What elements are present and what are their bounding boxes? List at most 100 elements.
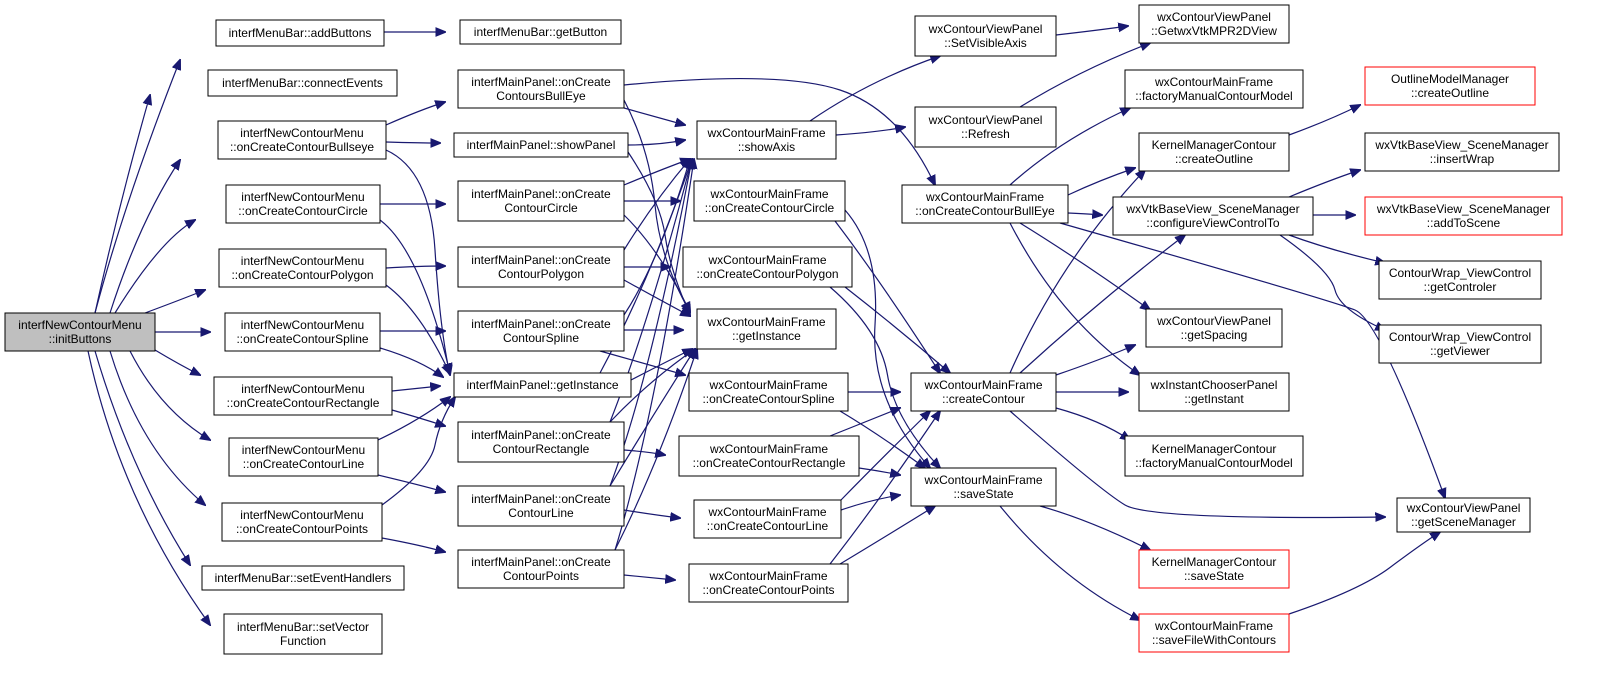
node-label-line: interfNewContourMenu: [241, 382, 364, 396]
node-box: [1138, 372, 1290, 412]
edge-n1-to-n6: [144, 290, 205, 314]
edge-line: [1009, 170, 1145, 374]
function-node-n48[interactable]: ContourWrap_ViewControl::getControler: [1378, 260, 1542, 300]
edge-line: [377, 397, 450, 441]
function-node-n23[interactable]: wxContourMainFrame::showAxis: [696, 120, 837, 160]
function-node-n36[interactable]: wxContourViewPanel::GetwxVtkMPR2DView: [1138, 4, 1290, 44]
function-node-n1[interactable]: interfNewContourMenu::initButtons: [4, 312, 156, 352]
node-box: [457, 549, 625, 589]
edge-n1-to-n2: [94, 60, 180, 314]
function-node-n28[interactable]: wxContourMainFrame::onCreateContourRecta…: [678, 435, 860, 477]
edge-n23-to-n31: [809, 56, 940, 122]
node-label-line: wxContourMainFrame: [709, 187, 828, 201]
function-node-n45[interactable]: OutlineModelManager::createOutline: [1364, 66, 1536, 106]
edge-line: [1055, 345, 1135, 376]
edge-n17-to-n26: [623, 279, 690, 316]
function-node-n25[interactable]: wxContourMainFrame::onCreateContourPolyg…: [682, 246, 853, 288]
function-node-n35[interactable]: wxContourMainFrame::saveState: [910, 467, 1057, 507]
function-node-n13[interactable]: interfMenuBar::getButton: [459, 19, 622, 45]
node-label-line: ::GetwxVtkMPR2DView: [1151, 24, 1277, 38]
function-node-n26[interactable]: wxContourMainFrame::getInstance: [696, 308, 837, 350]
function-node-n41[interactable]: wxInstantChooserPanel::getInstant: [1138, 372, 1290, 412]
function-node-n44[interactable]: wxContourMainFrame::saveFileWithContours: [1138, 613, 1290, 653]
node-label-line: KernelManagerContour: [1152, 442, 1277, 456]
function-node-n19[interactable]: interfMainPanel::getInstance: [453, 372, 632, 398]
node-label-line: KernelManagerContour: [1152, 555, 1277, 569]
function-node-n27[interactable]: wxContourMainFrame::onCreateContourSplin…: [688, 372, 849, 412]
node-label-line: ::onCreateContourPoints: [236, 522, 368, 536]
function-node-n39[interactable]: wxVtkBaseView_SceneManager::configureVie…: [1112, 196, 1314, 236]
function-node-n47[interactable]: wxVtkBaseView_SceneManager::addToScene: [1364, 196, 1563, 236]
function-node-n42[interactable]: KernelManagerContour::factoryManualConto…: [1124, 435, 1304, 477]
node-box: [1378, 324, 1542, 364]
node-label-line: ::onCreateContourSpline: [236, 332, 368, 346]
node-label-line: wxContourViewPanel: [928, 113, 1043, 127]
function-node-n3[interactable]: interfMenuBar::connectEvents: [207, 69, 398, 97]
edge-line: [385, 266, 445, 268]
node-box: [207, 69, 398, 97]
function-node-n20[interactable]: interfMainPanel::onCreateContourRectangl…: [457, 421, 625, 463]
edge-n25-to-n35: [829, 286, 940, 468]
edge-line: [1055, 407, 1130, 440]
edge-n9-to-n19: [377, 397, 450, 441]
node-box: [201, 565, 405, 591]
function-node-n22[interactable]: interfMainPanel::onCreateContourPoints: [457, 549, 625, 589]
edge-line: [109, 160, 180, 314]
function-node-n31[interactable]: wxContourViewPanel::SetVisibleAxis: [914, 15, 1057, 57]
node-label-line: ContourCircle: [504, 201, 578, 215]
function-node-n37[interactable]: wxContourMainFrame::factoryManualContour…: [1124, 69, 1304, 109]
node-box: [228, 437, 379, 477]
node-label-line: ::onCreateContourRectangle: [227, 396, 380, 410]
node-label-line: interfMainPanel::onCreate: [471, 555, 611, 569]
function-node-n43[interactable]: KernelManagerContour::saveState: [1138, 549, 1290, 589]
function-node-n24[interactable]: wxContourMainFrame::onCreateContourCircl…: [693, 180, 846, 222]
function-node-n9[interactable]: interfNewContourMenu::onCreateContourLin…: [228, 437, 379, 477]
edge-n4-to-n14: [385, 102, 445, 126]
function-node-n38[interactable]: KernelManagerContour::createOutline: [1138, 132, 1290, 172]
function-node-n50[interactable]: wxContourViewPanel::getSceneManager: [1396, 497, 1531, 533]
function-node-n30[interactable]: wxContourMainFrame::onCreateContourPoint…: [688, 563, 849, 603]
function-node-n6[interactable]: interfNewContourMenu::onCreateContourPol…: [218, 248, 387, 288]
edge-line: [834, 220, 940, 373]
function-node-n21[interactable]: interfMainPanel::onCreateContourLine: [457, 485, 625, 527]
node-label-line: KernelManagerContour: [1152, 138, 1277, 152]
function-node-n18[interactable]: interfMainPanel::onCreateContourSpline: [457, 310, 625, 352]
edge-line: [1009, 410, 1385, 518]
node-label-line: interfMainPanel::onCreate: [471, 428, 611, 442]
node-box: [1138, 4, 1290, 44]
function-node-n17[interactable]: interfMainPanel::onCreateContourPolygon: [457, 246, 625, 288]
edge-n1-to-n5: [114, 220, 195, 314]
function-node-n10[interactable]: interfNewContourMenu::onCreateContourPoi…: [221, 502, 383, 542]
function-node-n2[interactable]: interfMenuBar::addButtons: [215, 19, 385, 47]
function-node-n11[interactable]: interfMenuBar::setEventHandlers: [201, 565, 405, 591]
edge-n6-to-n19: [385, 284, 450, 374]
function-node-n16[interactable]: interfMainPanel::onCreateContourCircle: [457, 180, 625, 222]
node-label-line: interfNewContourMenu: [241, 318, 364, 332]
edge-line: [614, 349, 697, 551]
function-node-n8[interactable]: interfNewContourMenu::onCreateContourRec…: [213, 376, 393, 416]
edge-n35-to-n43: [1039, 505, 1150, 550]
function-node-n40[interactable]: wxContourViewPanel::getSpacing: [1145, 308, 1283, 348]
function-node-n5[interactable]: interfNewContourMenu::onCreateContourCir…: [225, 184, 381, 224]
edge-n29-to-n34: [840, 411, 930, 501]
function-node-n33[interactable]: wxContourMainFrame::onCreateContourBullE…: [901, 184, 1069, 224]
node-label-line: interfMainPanel::onCreate: [471, 187, 611, 201]
edge-n35-to-n44: [999, 505, 1140, 620]
function-node-n32[interactable]: wxContourViewPanel::Refresh: [914, 106, 1057, 148]
node-label-line: interfNewContourMenu: [241, 254, 364, 268]
edge-n1-to-n12: [87, 350, 210, 625]
node-label-line: interfMainPanel::onCreate: [471, 492, 611, 506]
function-node-n49[interactable]: ContourWrap_ViewControl::getViewer: [1378, 324, 1542, 364]
function-node-n15[interactable]: interfMainPanel::showPanel: [453, 132, 629, 158]
function-node-n29[interactable]: wxContourMainFrame::onCreateContourLine: [693, 499, 842, 539]
function-node-n34[interactable]: wxContourMainFrame::createContour: [910, 372, 1057, 412]
edge-n15-to-n26: [627, 151, 690, 315]
function-node-n4[interactable]: interfNewContourMenu::onCreateContourBul…: [217, 120, 387, 160]
edge-n1-to-n8: [154, 349, 200, 375]
node-label-line: ContourWrap_ViewControl: [1389, 266, 1531, 280]
edge-n33-to-n41: [1009, 222, 1140, 375]
function-node-n46[interactable]: wxVtkBaseView_SceneManager::insertWrap: [1364, 132, 1560, 172]
function-node-n7[interactable]: interfNewContourMenu::onCreateContourSpl…: [224, 312, 381, 352]
